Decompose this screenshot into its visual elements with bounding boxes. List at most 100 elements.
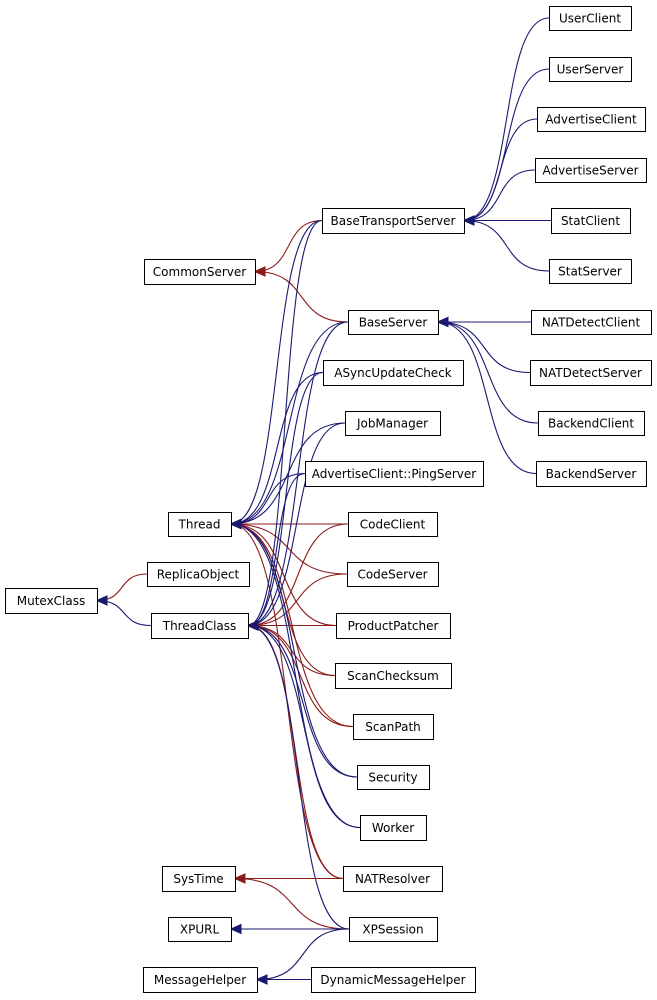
class-node-async-update-check[interactable]: ASyncUpdateCheck <box>323 360 464 386</box>
class-box <box>536 461 647 487</box>
class-node-xpsession[interactable]: XPSession <box>349 917 438 942</box>
class-label: BaseServer <box>359 316 428 330</box>
class-box <box>549 57 632 82</box>
edge-xpsession-to-xpurl <box>229 923 349 935</box>
class-label: UserServer <box>557 63 624 77</box>
class-node-dynamic-message-helper[interactable]: DynamicMessageHelper <box>311 967 476 993</box>
node-layer: UserClientUserServerAdvertiseClientAdver… <box>5 6 652 993</box>
class-label: CodeClient <box>360 518 426 532</box>
class-node-job-manager[interactable]: JobManager <box>345 411 441 436</box>
class-node-stat-client[interactable]: StatClient <box>551 208 631 234</box>
edge-line <box>96 573 148 602</box>
class-box <box>537 107 646 132</box>
edge-line <box>230 422 346 525</box>
class-label: ASyncUpdateCheck <box>334 366 452 380</box>
edge-base-server-to-common-server <box>253 266 349 323</box>
class-node-user-server[interactable]: UserServer <box>549 57 632 82</box>
edge-stat-client-to-base-transport-server <box>462 215 551 226</box>
class-node-natdetect-client[interactable]: NATDetectClient <box>531 310 652 335</box>
class-node-advertise-client[interactable]: AdvertiseClient <box>537 107 646 132</box>
edge-security-to-thread-class <box>246 620 358 778</box>
class-node-sys-time[interactable]: SysTime <box>162 866 236 892</box>
class-box <box>168 512 232 537</box>
class-box <box>311 967 476 993</box>
class-box <box>343 866 443 892</box>
edge-stat-server-to-base-transport-server <box>462 215 550 272</box>
class-node-thread[interactable]: Thread <box>168 512 232 537</box>
class-label: ScanChecksum <box>347 669 439 683</box>
edge-security-to-thread <box>229 518 358 778</box>
edge-arrowhead <box>246 620 259 631</box>
class-label: SysTime <box>173 872 223 886</box>
class-box <box>538 411 645 436</box>
class-node-security[interactable]: Security <box>357 765 430 790</box>
edge-backend-server-to-base-server <box>436 316 537 475</box>
class-label: ReplicaObject <box>157 568 240 582</box>
edge-dynamic-message-helper-to-message-helper <box>255 974 312 985</box>
class-label: XPSession <box>362 923 423 937</box>
class-node-base-server[interactable]: BaseServer <box>348 310 439 335</box>
class-node-xpurl[interactable]: XPURL <box>168 917 232 942</box>
edge-arrowhead <box>255 974 268 985</box>
class-node-product-patcher[interactable]: ProductPatcher <box>336 613 451 639</box>
class-node-ping-server[interactable]: AdvertiseClient::PingServer <box>305 461 484 487</box>
class-node-stat-server[interactable]: StatServer <box>549 259 632 284</box>
edge-line <box>463 118 538 222</box>
edge-line <box>463 219 550 272</box>
edge-worker-to-thread <box>229 518 361 829</box>
edge-line <box>463 68 550 222</box>
class-label: NATDetectClient <box>542 316 641 330</box>
class-box <box>147 562 250 587</box>
edge-line <box>256 928 350 981</box>
edge-arrowhead <box>95 595 108 606</box>
edge-code-server-to-thread-class <box>246 573 348 631</box>
class-box <box>151 613 249 639</box>
edge-layer <box>95 17 551 985</box>
edge-arrowhead <box>436 316 449 328</box>
class-node-scan-checksum[interactable]: ScanChecksum <box>335 663 452 689</box>
class-node-message-helper[interactable]: MessageHelper <box>143 967 258 993</box>
class-node-code-client[interactable]: CodeClient <box>348 512 438 537</box>
class-node-replica-object[interactable]: ReplicaObject <box>147 562 250 587</box>
class-node-worker[interactable]: Worker <box>360 815 427 841</box>
class-label: Thread <box>178 518 221 532</box>
class-node-base-transport-server[interactable]: BaseTransportServer <box>322 208 465 234</box>
class-node-backend-server[interactable]: BackendServer <box>536 461 647 487</box>
edge-user-client-to-base-transport-server <box>462 17 550 226</box>
edge-line <box>247 422 346 627</box>
edge-line <box>254 219 323 273</box>
class-box <box>335 663 452 689</box>
class-node-user-client[interactable]: UserClient <box>549 6 632 31</box>
edge-line <box>437 321 537 475</box>
class-box <box>551 208 631 234</box>
class-node-thread-class[interactable]: ThreadClass <box>151 613 249 639</box>
class-node-backend-client[interactable]: BackendClient <box>538 411 645 436</box>
class-box <box>322 208 465 234</box>
class-box <box>144 259 256 285</box>
edge-advertise-client-to-base-transport-server <box>462 118 538 226</box>
class-box <box>549 6 632 31</box>
class-node-scan-path[interactable]: ScanPath <box>353 714 434 740</box>
class-label: NATDetectServer <box>539 366 642 380</box>
class-node-common-server[interactable]: CommonServer <box>144 259 256 285</box>
edge-line <box>230 321 349 525</box>
class-box <box>5 588 98 614</box>
edge-line <box>247 624 350 930</box>
class-label: MessageHelper <box>154 973 246 987</box>
edge-user-server-to-base-transport-server <box>462 68 550 226</box>
edge-line <box>230 523 348 575</box>
edge-line <box>437 321 531 374</box>
edge-arrowhead <box>229 923 242 935</box>
class-box <box>143 967 258 993</box>
class-node-natresolver[interactable]: NATResolver <box>343 866 443 892</box>
class-node-advertise-server[interactable]: AdvertiseServer <box>535 158 647 183</box>
class-node-mutex-class[interactable]: MutexClass <box>5 588 98 614</box>
class-node-code-server[interactable]: CodeServer <box>347 562 439 587</box>
edge-line <box>463 17 550 222</box>
edge-arrowhead <box>253 266 266 277</box>
class-node-natdetect-server[interactable]: NATDetectServer <box>530 360 652 386</box>
edge-arrowhead <box>229 518 242 530</box>
edge-base-transport-server-to-thread-class <box>246 219 323 631</box>
class-label: XPURL <box>180 923 220 937</box>
